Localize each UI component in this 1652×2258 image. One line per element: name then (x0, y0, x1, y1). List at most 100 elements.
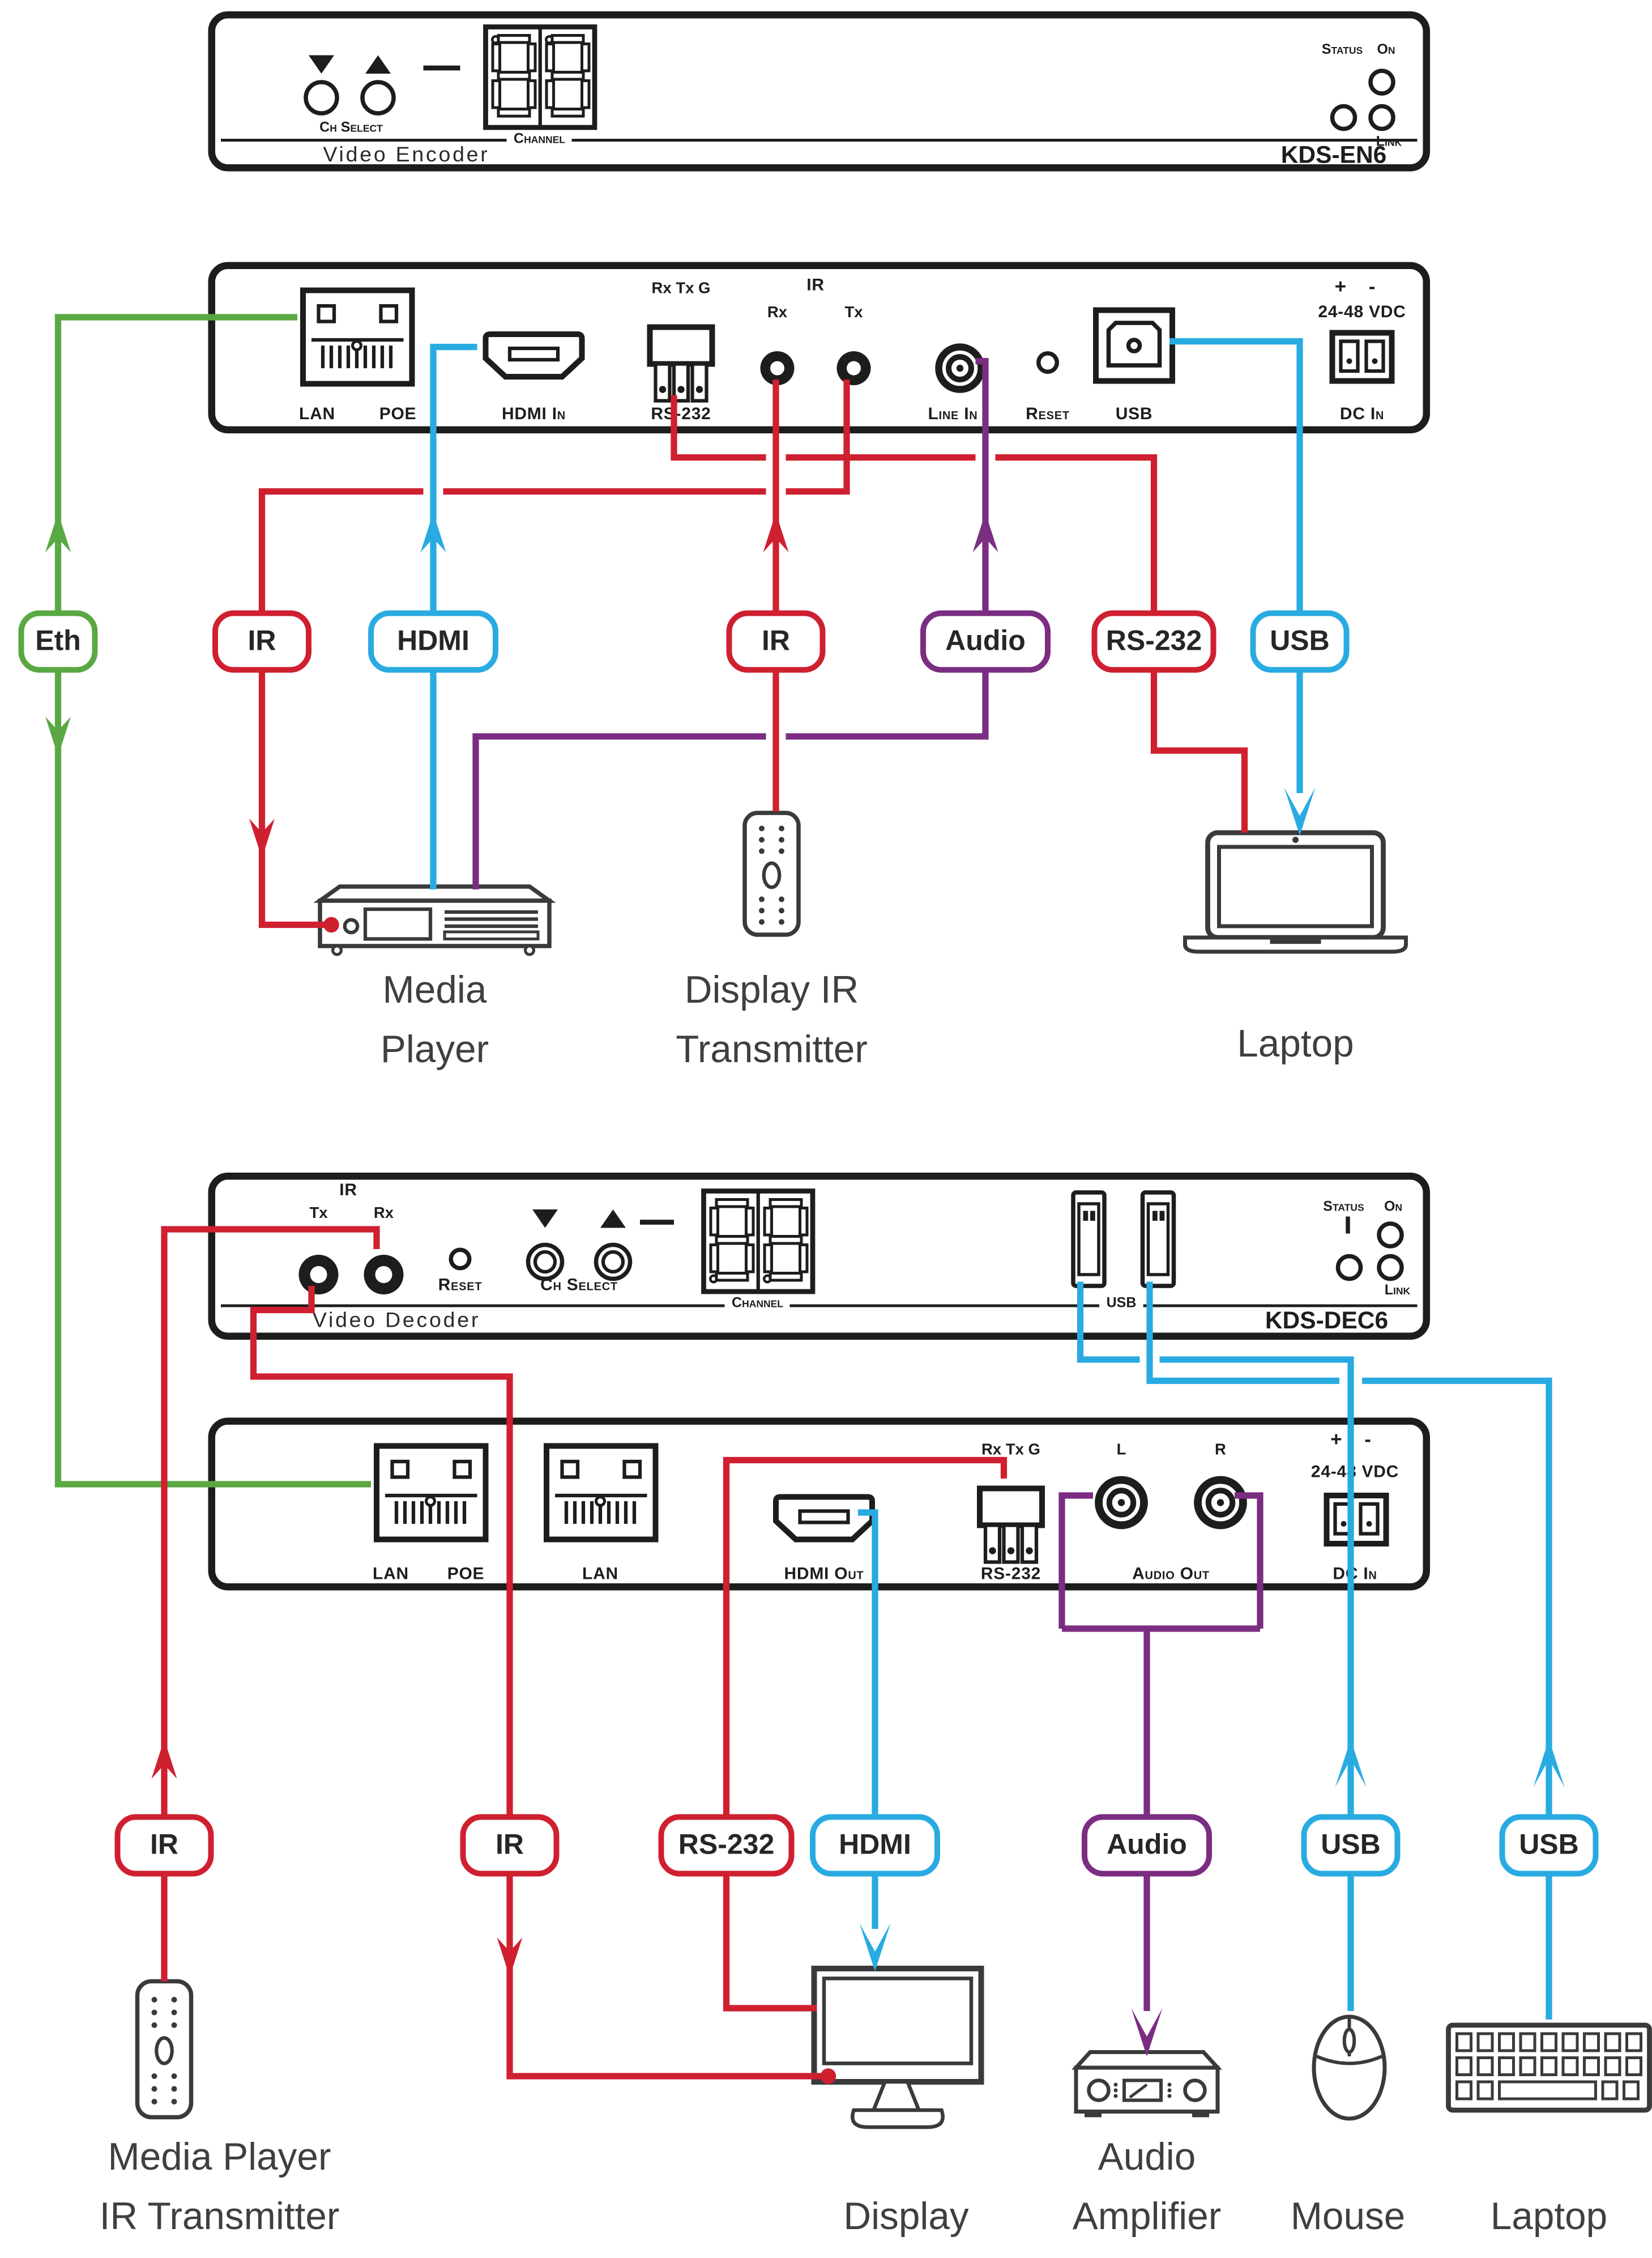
ir-tx-jack-icon[interactable] (836, 351, 871, 385)
label-line: Audio (1098, 2136, 1196, 2178)
label-line: Laptop (1490, 2195, 1608, 2238)
channel-7segment-display (483, 24, 597, 130)
rs232-label: RS-232 (651, 403, 711, 424)
laptop-keyboard-icon (1446, 2022, 1652, 2113)
cable-usb2-decoder (1146, 1281, 1565, 2020)
cable-label-text: USB (1270, 625, 1330, 657)
cable-usb1-decoder (1077, 1281, 1367, 2011)
rs232-pins-label: Rx Tx G (651, 280, 711, 297)
lan-poe-port-icon[interactable] (300, 287, 415, 387)
ir-rx-jack-icon[interactable] (760, 351, 795, 385)
reset-label: Reset (438, 1275, 483, 1294)
cable-label-hdmi-bottom: HDMI (810, 1814, 940, 1877)
cable-label-text: HDMI (397, 625, 469, 657)
lan-label: LAN (299, 403, 335, 424)
cable-ir-tx-decoder (250, 1286, 836, 2084)
label-line: IR Transmitter (99, 2195, 340, 2238)
ir-label: IR (339, 1179, 357, 1200)
lan-label: LAN (373, 1563, 409, 1583)
label-line: Player (380, 1028, 489, 1071)
encoder-front-panel: Ch Select Channel Status On Link Video E… (208, 11, 1430, 172)
usb-label: USB (1115, 403, 1153, 424)
media-player-ir-transmitter-label: Media Player IR Transmitter (100, 2127, 340, 2246)
label-line: Laptop (1237, 1023, 1354, 1065)
encoder-name: Video Encoder (323, 143, 490, 168)
media-player-label: Media Player (381, 960, 489, 1079)
encoder-model: KDS-EN6 (1280, 142, 1387, 169)
cable-label-text: USB (1519, 1829, 1579, 1860)
on-label: On (1384, 1199, 1403, 1216)
ir-tx-label: Tx (309, 1205, 328, 1222)
ir-label: IR (806, 275, 825, 295)
dc-in-label: DC In (1339, 403, 1385, 424)
label-line: Display (843, 2195, 969, 2238)
label-line: Amplifier (1072, 2195, 1222, 2238)
reset-button-icon[interactable] (449, 1247, 472, 1271)
cable-label-text: RS-232 (1105, 625, 1202, 657)
laptop-bottom-label: Laptop (1491, 2187, 1607, 2246)
decoder-front-panel: IR Tx Rx Reset Ch Select Channel USB Sta… (208, 1173, 1430, 1340)
media-player-icon (314, 884, 555, 955)
decoder-rear-gfx (374, 1443, 1389, 1564)
cable-label-usb-bottom-1: USB (1301, 1814, 1401, 1877)
cable-label-text: USB (1321, 1829, 1381, 1860)
link-label: Link (1376, 134, 1402, 151)
line-in-jack-icon[interactable] (935, 343, 985, 393)
hdmi-in-port-icon[interactable] (483, 331, 585, 380)
usb-b-port-icon[interactable] (1093, 307, 1175, 384)
audio-out-right-jack-icon[interactable] (1194, 1476, 1247, 1530)
channel-7segment-display (701, 1188, 816, 1294)
label-line: Transmitter (676, 1028, 868, 1071)
cable-label-rs232-top: RS-232 (1091, 610, 1216, 673)
cable-label-text: IR (496, 1829, 524, 1860)
label-line: Media Player (108, 2136, 331, 2178)
display-ir-transmitter-icon (741, 809, 803, 939)
dc-in-terminal-icon[interactable] (1329, 330, 1395, 384)
ir-rx-jack-icon[interactable] (364, 1255, 404, 1294)
audio-out-left-jack-icon[interactable] (1095, 1476, 1148, 1530)
hdmi-in-label: HDMI In (501, 403, 566, 424)
display-monitor-icon (812, 1966, 987, 2141)
rs232-port-icon[interactable] (647, 324, 715, 403)
lan-poe-port-icon[interactable] (374, 1443, 489, 1543)
status-label: Status (1323, 1199, 1364, 1216)
channel-down-button-icon[interactable] (526, 1209, 565, 1281)
audio-out-label: Audio Out (1132, 1563, 1210, 1583)
cable-label-text: IR (150, 1829, 178, 1860)
channel-down-button-icon[interactable] (304, 55, 339, 116)
encoder-front-gfx (304, 24, 1395, 131)
channel-up-button-icon[interactable] (360, 55, 396, 116)
status-on-link-leds (1335, 1216, 1404, 1281)
cable-label-ir-top-2: IR (726, 610, 826, 673)
cable-label-ir-bottom-1: IR (114, 1814, 214, 1877)
hdmi-out-port-icon[interactable] (773, 1494, 875, 1543)
cable-label-text: Eth (35, 625, 81, 657)
ir-tx-jack-icon[interactable] (298, 1255, 339, 1294)
cable-label-text: Audio (1107, 1829, 1187, 1860)
audio-amplifier-icon (1068, 2050, 1226, 2118)
audio-r-label: R (1215, 1442, 1226, 1459)
rs232-port-icon[interactable] (977, 1485, 1045, 1564)
usb-a-port-2-icon[interactable] (1140, 1190, 1176, 1288)
channel-label: Channel (506, 131, 573, 147)
ir-rx-label: Rx (767, 304, 788, 322)
cable-ir-rx-encoder (763, 380, 789, 812)
cable-label-hdmi-top: HDMI (368, 610, 498, 673)
reset-button-icon[interactable] (1036, 351, 1059, 374)
label-line: Media (382, 969, 487, 1011)
lan-port-icon[interactable] (544, 1443, 659, 1543)
on-label: On (1377, 42, 1395, 58)
encoder-rear-gfx (300, 287, 1395, 403)
decoder-rear-panel: LAN POE LAN HDMI Out Rx Tx G RS-232 L R … (208, 1417, 1430, 1591)
ir-tx-label: Tx (844, 304, 863, 322)
lan2-label: LAN (582, 1563, 618, 1583)
encoder-front-divider (221, 139, 1418, 142)
channel-up-button-icon[interactable] (594, 1209, 633, 1281)
decoder-model: KDS-DEC6 (1265, 1307, 1389, 1335)
dc-in-terminal-icon[interactable] (1324, 1493, 1389, 1546)
line-in-label: Line In (928, 403, 978, 424)
usb-a-port-1-icon[interactable] (1071, 1190, 1107, 1288)
decoder-name: Video Decoder (312, 1309, 481, 1333)
ir-rx-label: Rx (373, 1205, 394, 1222)
